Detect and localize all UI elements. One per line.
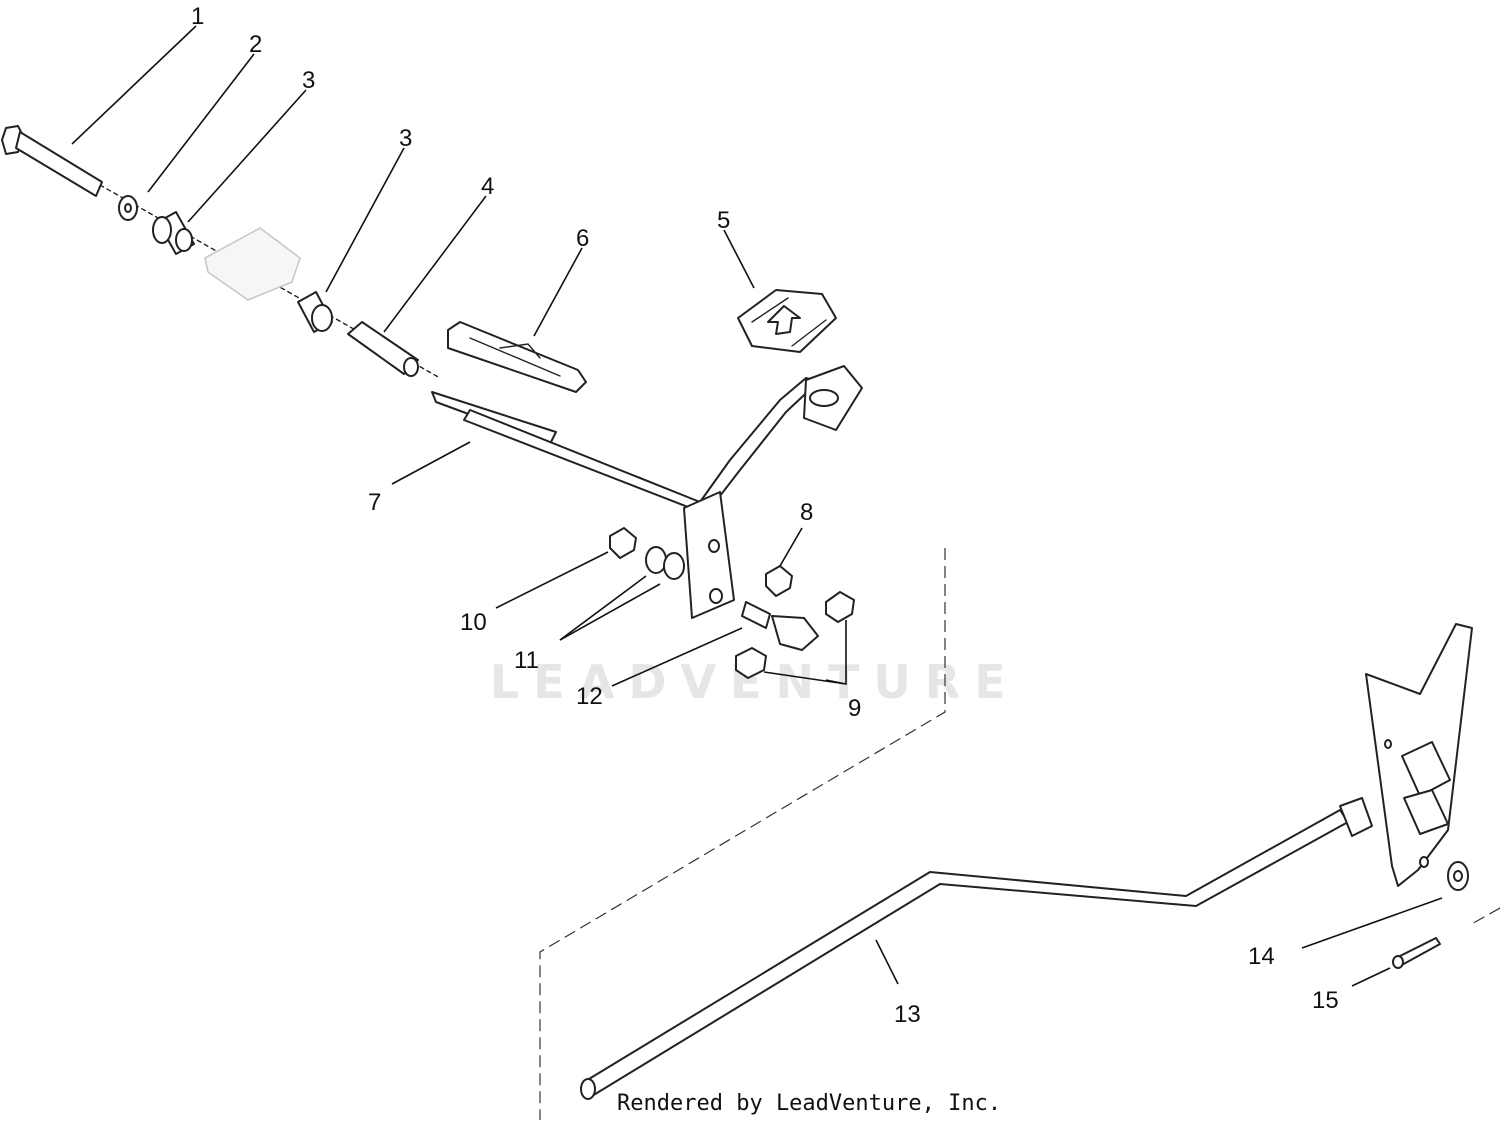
part-bushing-lower: [297, 291, 333, 333]
callout-4: 4: [481, 173, 494, 200]
part-washer-rod: [1447, 861, 1469, 891]
part-nut-upper: [765, 565, 793, 597]
callout-2: 2: [249, 31, 262, 58]
callout-6: 6: [576, 225, 589, 252]
part-spacer: [347, 321, 419, 377]
callout-3b: 3: [399, 125, 412, 152]
part-rod: [580, 797, 1373, 1100]
part-pivot-ghost: [204, 227, 301, 301]
part-nuts-jam: [735, 591, 855, 679]
part-ball-joint: [741, 601, 819, 651]
part-nut-left: [609, 527, 637, 559]
part-bracket: [1365, 623, 1473, 887]
callout-3a: 3: [302, 67, 315, 94]
part-cotter-pin: [1392, 937, 1441, 969]
callout-10: 10: [460, 609, 487, 636]
part-bushing-upper: [152, 211, 195, 255]
part-pedal-pad: [447, 321, 587, 393]
credit-text: Rendered by LeadVenture, Inc.: [617, 1091, 1001, 1116]
callout-15: 15: [1312, 987, 1339, 1014]
callout-9: 9: [848, 695, 861, 722]
callout-7: 7: [368, 489, 381, 516]
assembly-outline: [539, 548, 946, 1120]
part-pedal-arm: [431, 365, 863, 619]
callout-13: 13: [894, 1001, 921, 1028]
callout-12: 12: [576, 683, 603, 710]
callout-14: 14: [1248, 943, 1275, 970]
assembly-outline-right: [1469, 907, 1500, 926]
callout-8: 8: [800, 499, 813, 526]
part-washers: [645, 546, 685, 580]
part-bolt: [1, 125, 103, 197]
part-washer: [118, 195, 138, 221]
part-foot-rest: [737, 289, 837, 353]
leader-lines: [71, 25, 1443, 987]
callout-5: 5: [717, 207, 730, 234]
callout-1: 1: [191, 3, 204, 30]
callout-11: 11: [514, 647, 539, 674]
